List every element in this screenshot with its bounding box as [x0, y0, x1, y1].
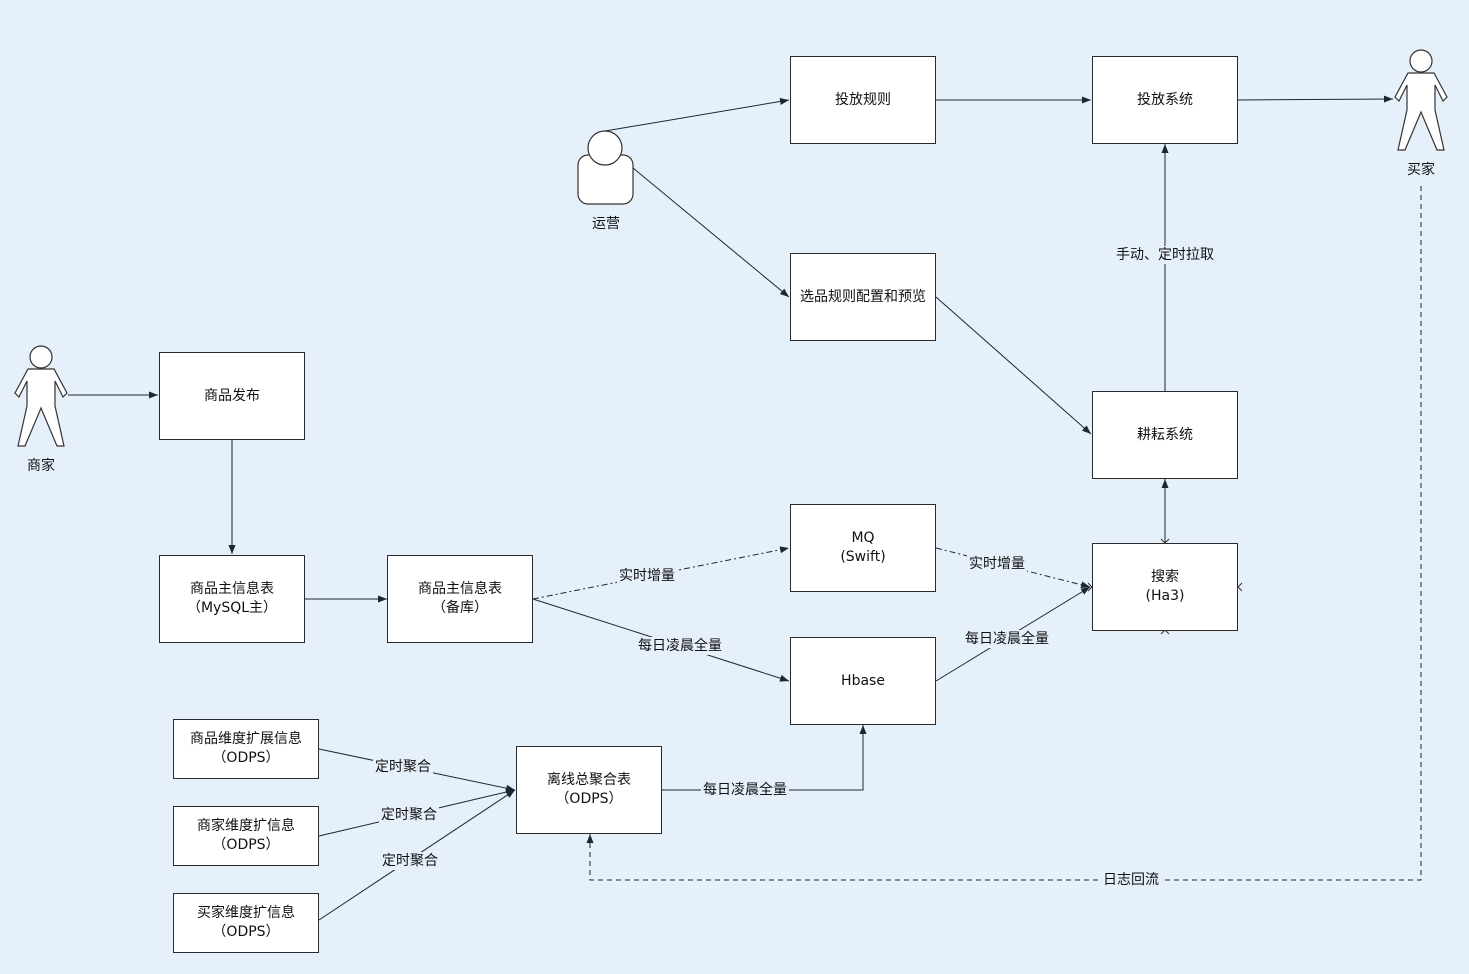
node-product-ext-sub: （ODPS） [212, 750, 280, 766]
label-daily-full-1: 每日凌晨全量 [636, 637, 724, 655]
label-manual-pull: 手动、定时拉取 [1114, 246, 1216, 264]
node-delivery-rule[interactable]: 投放规则 [790, 56, 936, 144]
label-scheduled-agg-3: 定时聚合 [380, 852, 440, 870]
label-scheduled-agg-2: 定时聚合 [379, 806, 439, 824]
node-merchant-ext[interactable]: 商家维度扩信息 （ODPS） [173, 806, 319, 866]
edge-selection-cultivation [935, 296, 1092, 435]
node-backup-title: 商品主信息表 [418, 581, 502, 597]
label-daily-full-3: 每日凌晨全量 [701, 781, 789, 799]
node-search[interactable]: 搜索 (Ha3) [1092, 543, 1238, 631]
node-delivery-rule-title: 投放规则 [835, 91, 891, 108]
node-backup-sub: （备库） [432, 600, 488, 616]
node-mq[interactable]: MQ (Swift) [790, 504, 936, 592]
edge-buyer-log-return [586, 186, 1422, 881]
node-buyer-ext-title: 买家维度扩信息 [197, 905, 295, 921]
operator-user-icon [577, 130, 634, 205]
node-publish[interactable]: 商品发布 [159, 352, 305, 440]
node-mq-title: MQ [851, 530, 875, 546]
node-mq-sub: (Swift) [840, 549, 886, 565]
node-product-ext-title: 商品维度扩展信息 [190, 731, 302, 747]
node-buyer-ext-sub: （ODPS） [212, 924, 280, 940]
node-offline-agg[interactable]: 离线总聚合表 （ODPS） [516, 746, 662, 834]
operator-label: 运营 [592, 216, 620, 232]
node-merchant-ext-title: 商家维度扩信息 [197, 818, 295, 834]
node-mysql-master[interactable]: 商品主信息表 （MySQL主） [159, 555, 305, 643]
node-publish-text: 商品发布 [204, 387, 260, 404]
node-search-sub: (Ha3) [1145, 588, 1185, 604]
node-buyer-ext[interactable]: 买家维度扩信息 （ODPS） [173, 893, 319, 953]
node-search-title: 搜索 [1151, 569, 1179, 585]
node-cultivation[interactable]: 耕耘系统 [1092, 391, 1238, 479]
buyer-actor [1394, 49, 1448, 151]
node-selection-rule[interactable]: 选品规则配置和预览 [790, 253, 936, 341]
node-backup[interactable]: 商品主信息表 （备库） [387, 555, 533, 643]
node-hbase-title: Hbase [841, 672, 885, 689]
label-realtime-inc-1: 实时增量 [617, 567, 677, 585]
node-offline-agg-sub: （ODPS） [555, 791, 623, 807]
buyer-label: 买家 [1407, 162, 1435, 178]
label-daily-full-2: 每日凌晨全量 [963, 630, 1051, 648]
node-mysql-master-title: 商品主信息表 [190, 581, 274, 597]
edge-delivery-buyer [1237, 95, 1394, 103]
edge-operator-rule [604, 98, 790, 132]
merchant-actor [14, 345, 68, 447]
node-mysql-master-sub: （MySQL主） [186, 600, 278, 616]
node-product-ext[interactable]: 商品维度扩展信息 （ODPS） [173, 719, 319, 779]
node-selection-rule-title: 选品规则配置和预览 [800, 288, 926, 305]
label-realtime-inc-2: 实时增量 [967, 555, 1027, 573]
node-offline-agg-title: 离线总聚合表 [547, 772, 631, 788]
merchant-label: 商家 [27, 458, 55, 474]
node-hbase[interactable]: Hbase [790, 637, 936, 725]
node-delivery-system-title: 投放系统 [1137, 91, 1193, 108]
edge-operator-selection [632, 167, 790, 298]
label-scheduled-agg-1: 定时聚合 [373, 758, 433, 776]
label-log-return: 日志回流 [1101, 871, 1161, 889]
node-merchant-ext-sub: （ODPS） [212, 837, 280, 853]
node-delivery-system[interactable]: 投放系统 [1092, 56, 1238, 144]
node-cultivation-title: 耕耘系统 [1137, 426, 1193, 443]
